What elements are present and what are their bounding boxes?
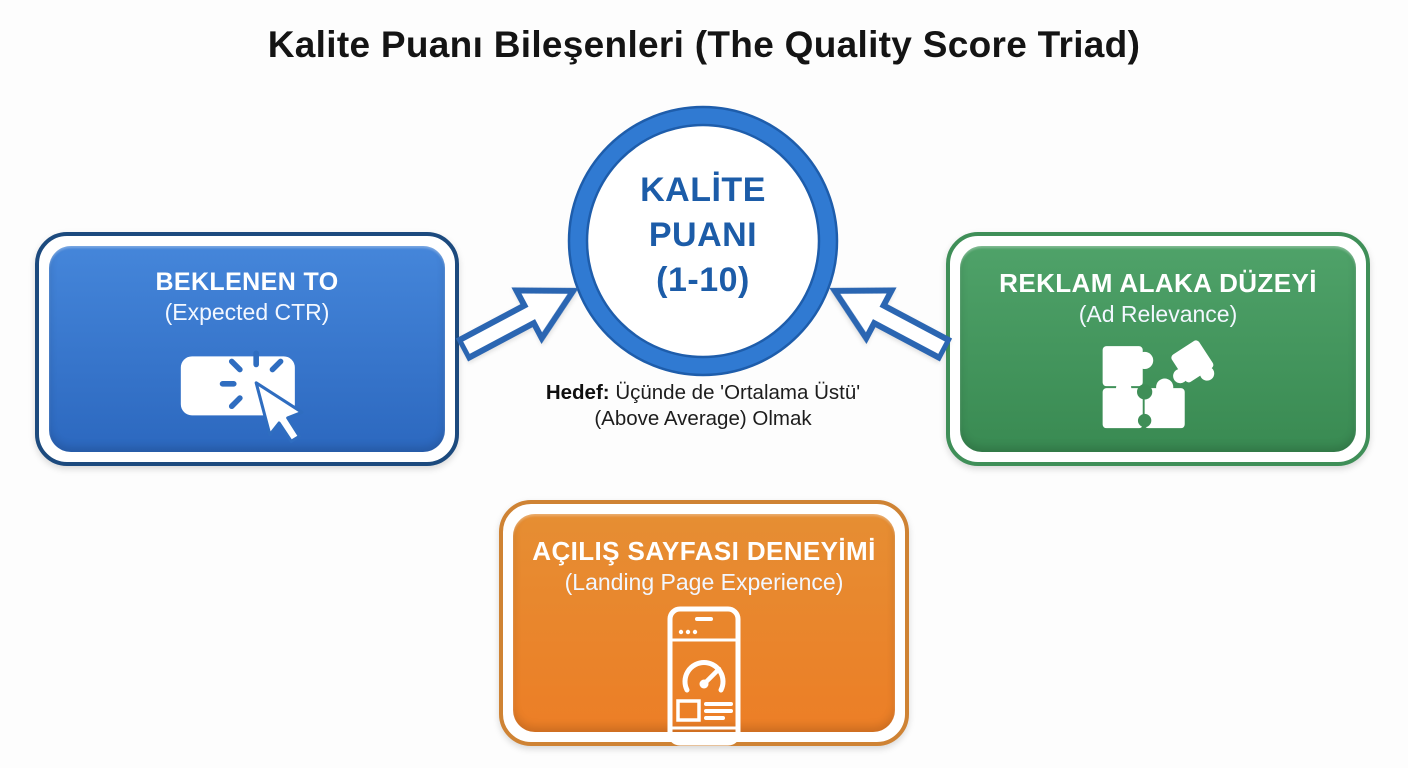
- expected-ctr-box-inner: BEKLENEN TO (Expected CTR): [49, 246, 445, 452]
- goal-note: Hedef: Üçünde de 'Ortalama Üstü' (Above …: [453, 380, 953, 432]
- quality-score-line1: KALİTE: [640, 171, 766, 209]
- expected-ctr-title: BEKLENEN TO: [155, 268, 339, 296]
- page-title: Kalite Puanı Bileşenleri (The Quality Sc…: [267, 24, 1141, 65]
- goal-note-label: Hedef:: [545, 381, 610, 404]
- arrow-left-to-center-icon: [455, 287, 579, 362]
- goal-note-line1: Hedef: Üçünde de 'Ortalama Üstü': [453, 380, 953, 406]
- cursor-click-icon: [180, 350, 304, 443]
- quality-score-label: KALİTE PUANI (1-10): [565, 168, 841, 303]
- landing-page-box-inner: AÇILIŞ SAYFASI DENEYİMİ (Landing Page Ex…: [513, 514, 895, 746]
- quality-score-line3: (1-10): [656, 261, 750, 299]
- quality-score-line2: PUANI: [648, 216, 758, 254]
- mobile-speedometer-icon: [667, 606, 741, 746]
- landing-page-title: AÇILIŞ SAYFASI DENEYİMİ: [532, 536, 876, 566]
- landing-page-subtitle: (Landing Page Experience): [564, 569, 844, 595]
- arrow-right-to-center-icon: [829, 287, 953, 362]
- expected-ctr-box: BEKLENEN TO (Expected CTR): [35, 232, 459, 466]
- quality-score-circle: [567, 105, 839, 377]
- expected-ctr-subtitle: (Expected CTR): [164, 299, 330, 325]
- landing-page-box: AÇILIŞ SAYFASI DENEYİMİ (Landing Page Ex…: [499, 500, 909, 746]
- ad-relevance-box: REKLAM ALAKA DÜZEYİ (Ad Relevance): [946, 232, 1370, 466]
- ad-relevance-title: REKLAM ALAKA DÜZEYİ: [999, 268, 1317, 298]
- ad-relevance-subtitle: (Ad Relevance): [1078, 301, 1238, 327]
- goal-note-line1-rest: Üçünde de 'Ortalama Üstü': [609, 381, 861, 404]
- ad-relevance-box-inner: REKLAM ALAKA DÜZEYİ (Ad Relevance): [960, 246, 1356, 452]
- puzzle-pieces-icon: [1102, 340, 1215, 429]
- goal-note-line2: (Above Average) Olmak: [594, 407, 812, 430]
